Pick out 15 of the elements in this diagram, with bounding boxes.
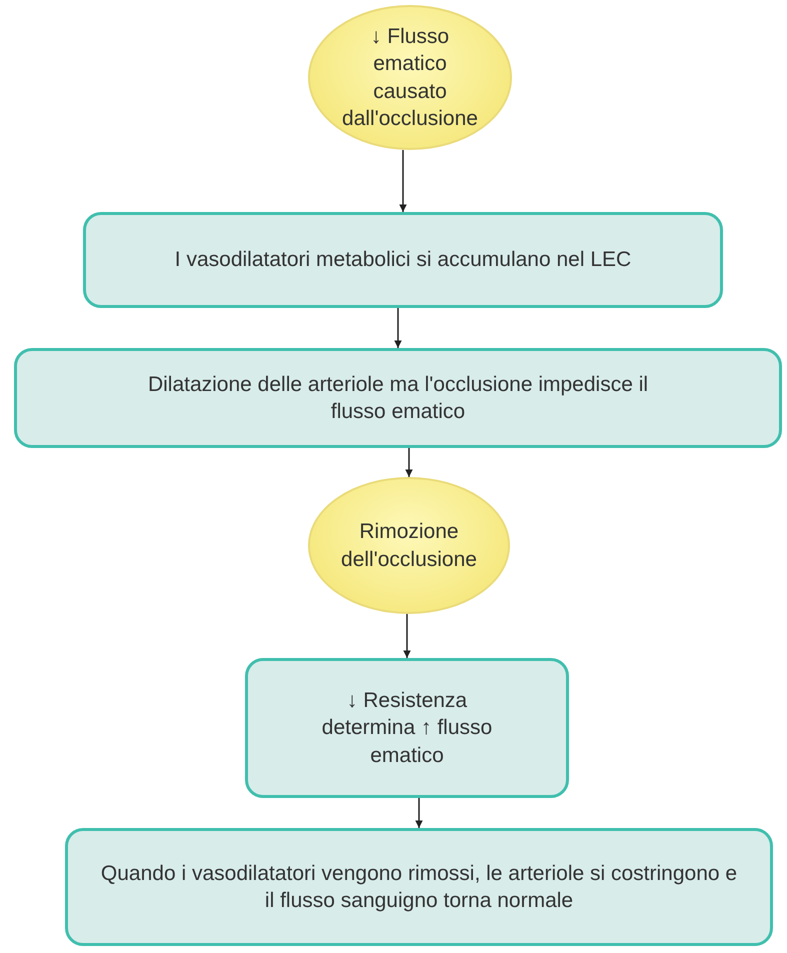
process-box: [83, 212, 723, 308]
node-text: Rimozione dell'occlusione: [340, 519, 478, 572]
process-box: [245, 658, 569, 798]
process-box: [14, 348, 782, 448]
arrow: [399, 150, 407, 212]
node-text: ↓ Resistenza determina ↑ flusso ematico: [320, 688, 494, 769]
arrow: [405, 448, 413, 477]
arrow: [403, 614, 411, 658]
arrow: [415, 798, 423, 828]
arrow: [394, 308, 402, 348]
node-text: ↓ Flusso ematico causato dall'occlusione: [341, 24, 479, 132]
node-text: Dilatazione delle arteriole ma l'occlusione impedisce il flusso ematico: [146, 372, 650, 425]
node-text: Quando i vasodilatatori vengono rimossi, le arteriole si costringono e il flusso sanguigno torna normale: [100, 860, 738, 914]
process-box: [65, 828, 773, 946]
node-text: I vasodilatatori metabolici si accumulano nel LEC: [174, 247, 632, 274]
